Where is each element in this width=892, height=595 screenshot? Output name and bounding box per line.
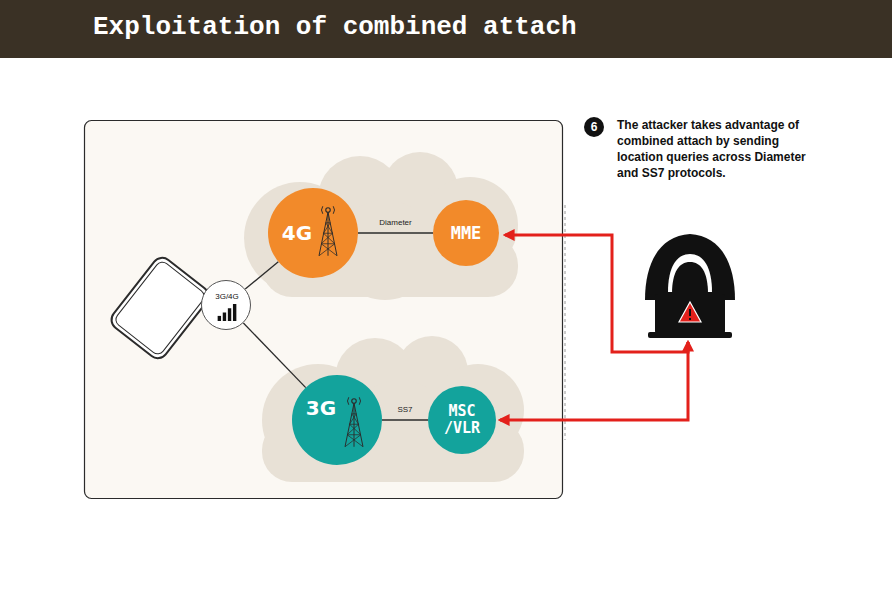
- title: Exploitation of combined attach: [93, 12, 577, 42]
- link-line: [358, 232, 433, 233]
- msc-vlr-node: MSC /VLR: [428, 386, 496, 454]
- callout-number: 6: [584, 117, 604, 137]
- link-line: [245, 262, 278, 289]
- note-text: The attacker takes advantage of combined…: [617, 117, 807, 181]
- node-label: 4G: [282, 221, 312, 245]
- mme-node: MME: [433, 200, 499, 266]
- network-3g: 3G: [292, 375, 382, 465]
- node-label: MSC /VLR: [434, 403, 490, 437]
- node-label: 3G/4G: [215, 292, 239, 301]
- link-line: [243, 323, 305, 388]
- link-label: SS7: [397, 405, 412, 414]
- link-label: Diameter: [379, 218, 411, 227]
- network-4g: 4G: [268, 188, 358, 278]
- node-label: MME: [451, 223, 482, 243]
- link-line: [382, 419, 428, 420]
- device-radio: 3G/4G: [201, 280, 251, 330]
- tower-icon: [339, 394, 369, 450]
- tower-icon: [313, 203, 343, 259]
- signal-bars: [216, 304, 238, 321]
- node-label: 3G: [306, 396, 336, 420]
